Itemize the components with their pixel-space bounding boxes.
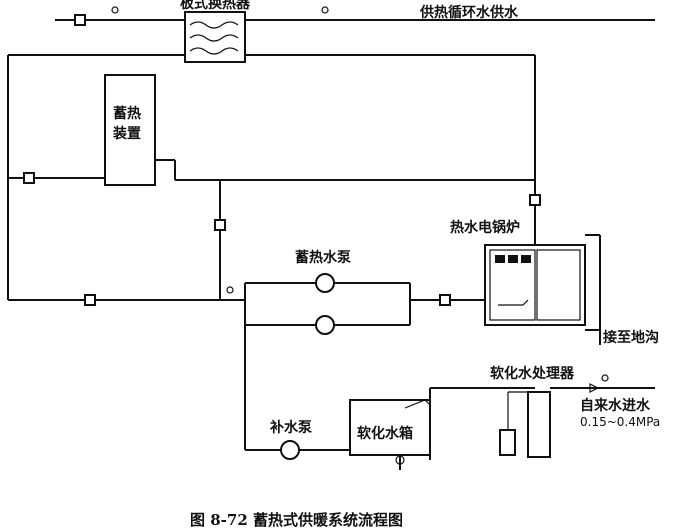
drain-label: 接至地沟 <box>603 329 659 346</box>
tap-water-label: 自来水进水 <box>580 397 651 414</box>
gauge-icon <box>601 374 609 382</box>
valve-icon <box>84 294 96 306</box>
tap-valve-icon <box>589 383 600 393</box>
softener-label: 软化水处理器 <box>490 365 575 382</box>
pressure-label: 0.15~0.4MPa <box>580 415 660 429</box>
valve-icon <box>74 14 86 26</box>
storage-device-label-2: 装置 <box>112 125 141 142</box>
valves <box>23 6 609 465</box>
valve-icon <box>529 194 541 206</box>
figure-caption: 图 8-72 蓄热式供暖系统流程图 <box>190 511 403 529</box>
electric-boiler: 热水电锅炉 <box>450 219 586 326</box>
gauge-icon <box>111 6 119 14</box>
valve-icon <box>214 219 226 231</box>
storage-pump-1 <box>315 273 335 293</box>
gauge-icon <box>226 286 234 294</box>
storage-pump-2 <box>315 315 335 335</box>
supply-label: 供热循环水供水 <box>419 4 519 21</box>
makeup-pump-label: 补水泵 <box>269 419 312 436</box>
pumps: 蓄热水泵 补水泵 <box>269 249 351 460</box>
storage-pump-label: 蓄热水泵 <box>295 249 351 266</box>
gauge-icon <box>321 6 329 14</box>
plate-exchanger-label: 板式换热器 <box>180 0 251 12</box>
storage-device: 蓄热 装置 <box>104 74 156 186</box>
soft-water-tank: 软化水箱 <box>349 399 431 456</box>
boiler-label: 热水电锅炉 <box>450 219 520 236</box>
water-softener: 软化水处理器 <box>490 365 575 458</box>
valve-icon <box>23 172 35 184</box>
drain-valve-icon <box>395 455 405 465</box>
storage-device-label-1: 蓄热 <box>113 105 141 122</box>
makeup-pump <box>280 440 300 460</box>
valve-icon <box>439 294 451 306</box>
soft-tank-label: 软化水箱 <box>357 425 413 442</box>
plate-heat-exchanger: 板式换热器 <box>180 0 251 63</box>
